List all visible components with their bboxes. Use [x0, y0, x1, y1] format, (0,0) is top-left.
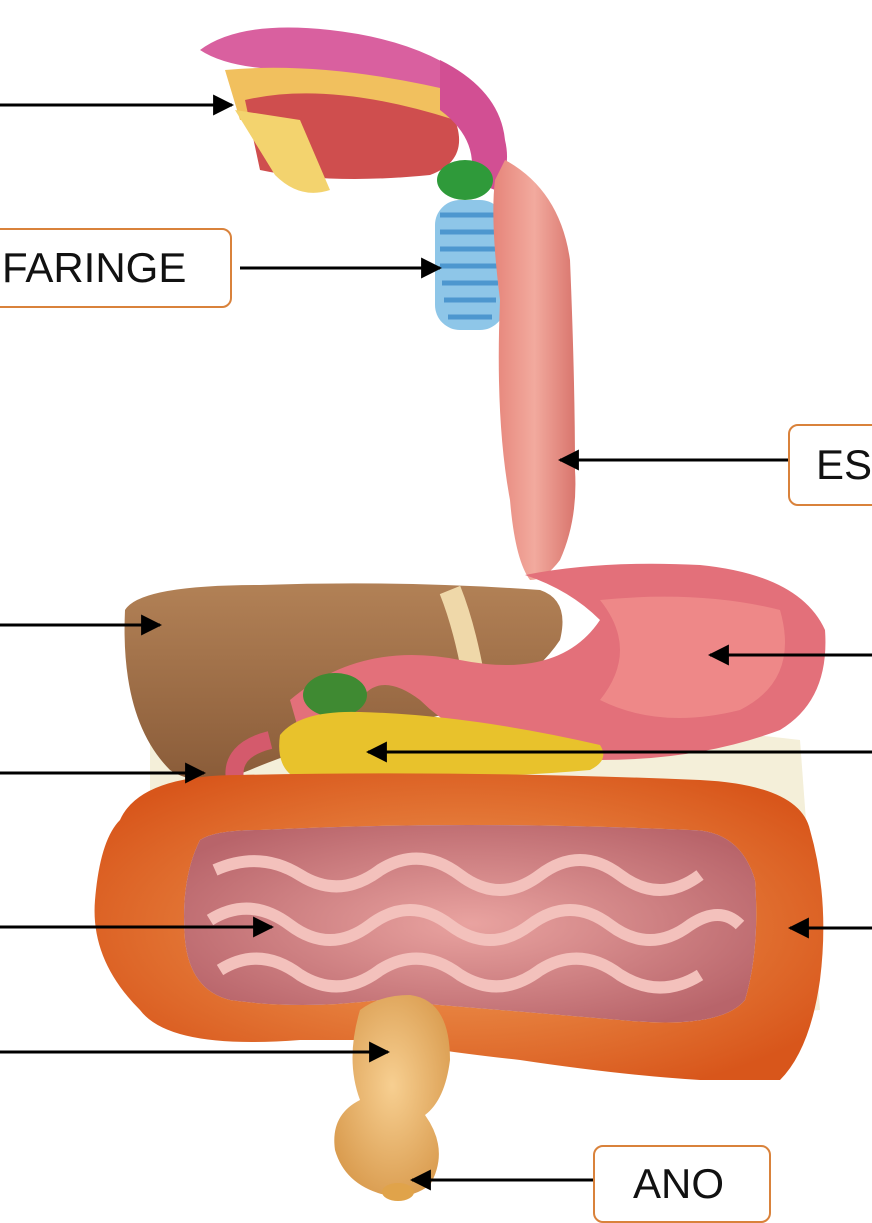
anus — [382, 1183, 414, 1201]
esophagus — [493, 160, 575, 580]
epiglottis — [437, 160, 493, 200]
gallbladder — [303, 673, 367, 717]
small-intestine — [184, 825, 756, 1023]
label-ano: ANO — [593, 1145, 771, 1223]
mouth-region — [200, 28, 507, 201]
label-faringe: FARINGE — [0, 228, 232, 308]
label-esofago: ES — [788, 424, 872, 506]
